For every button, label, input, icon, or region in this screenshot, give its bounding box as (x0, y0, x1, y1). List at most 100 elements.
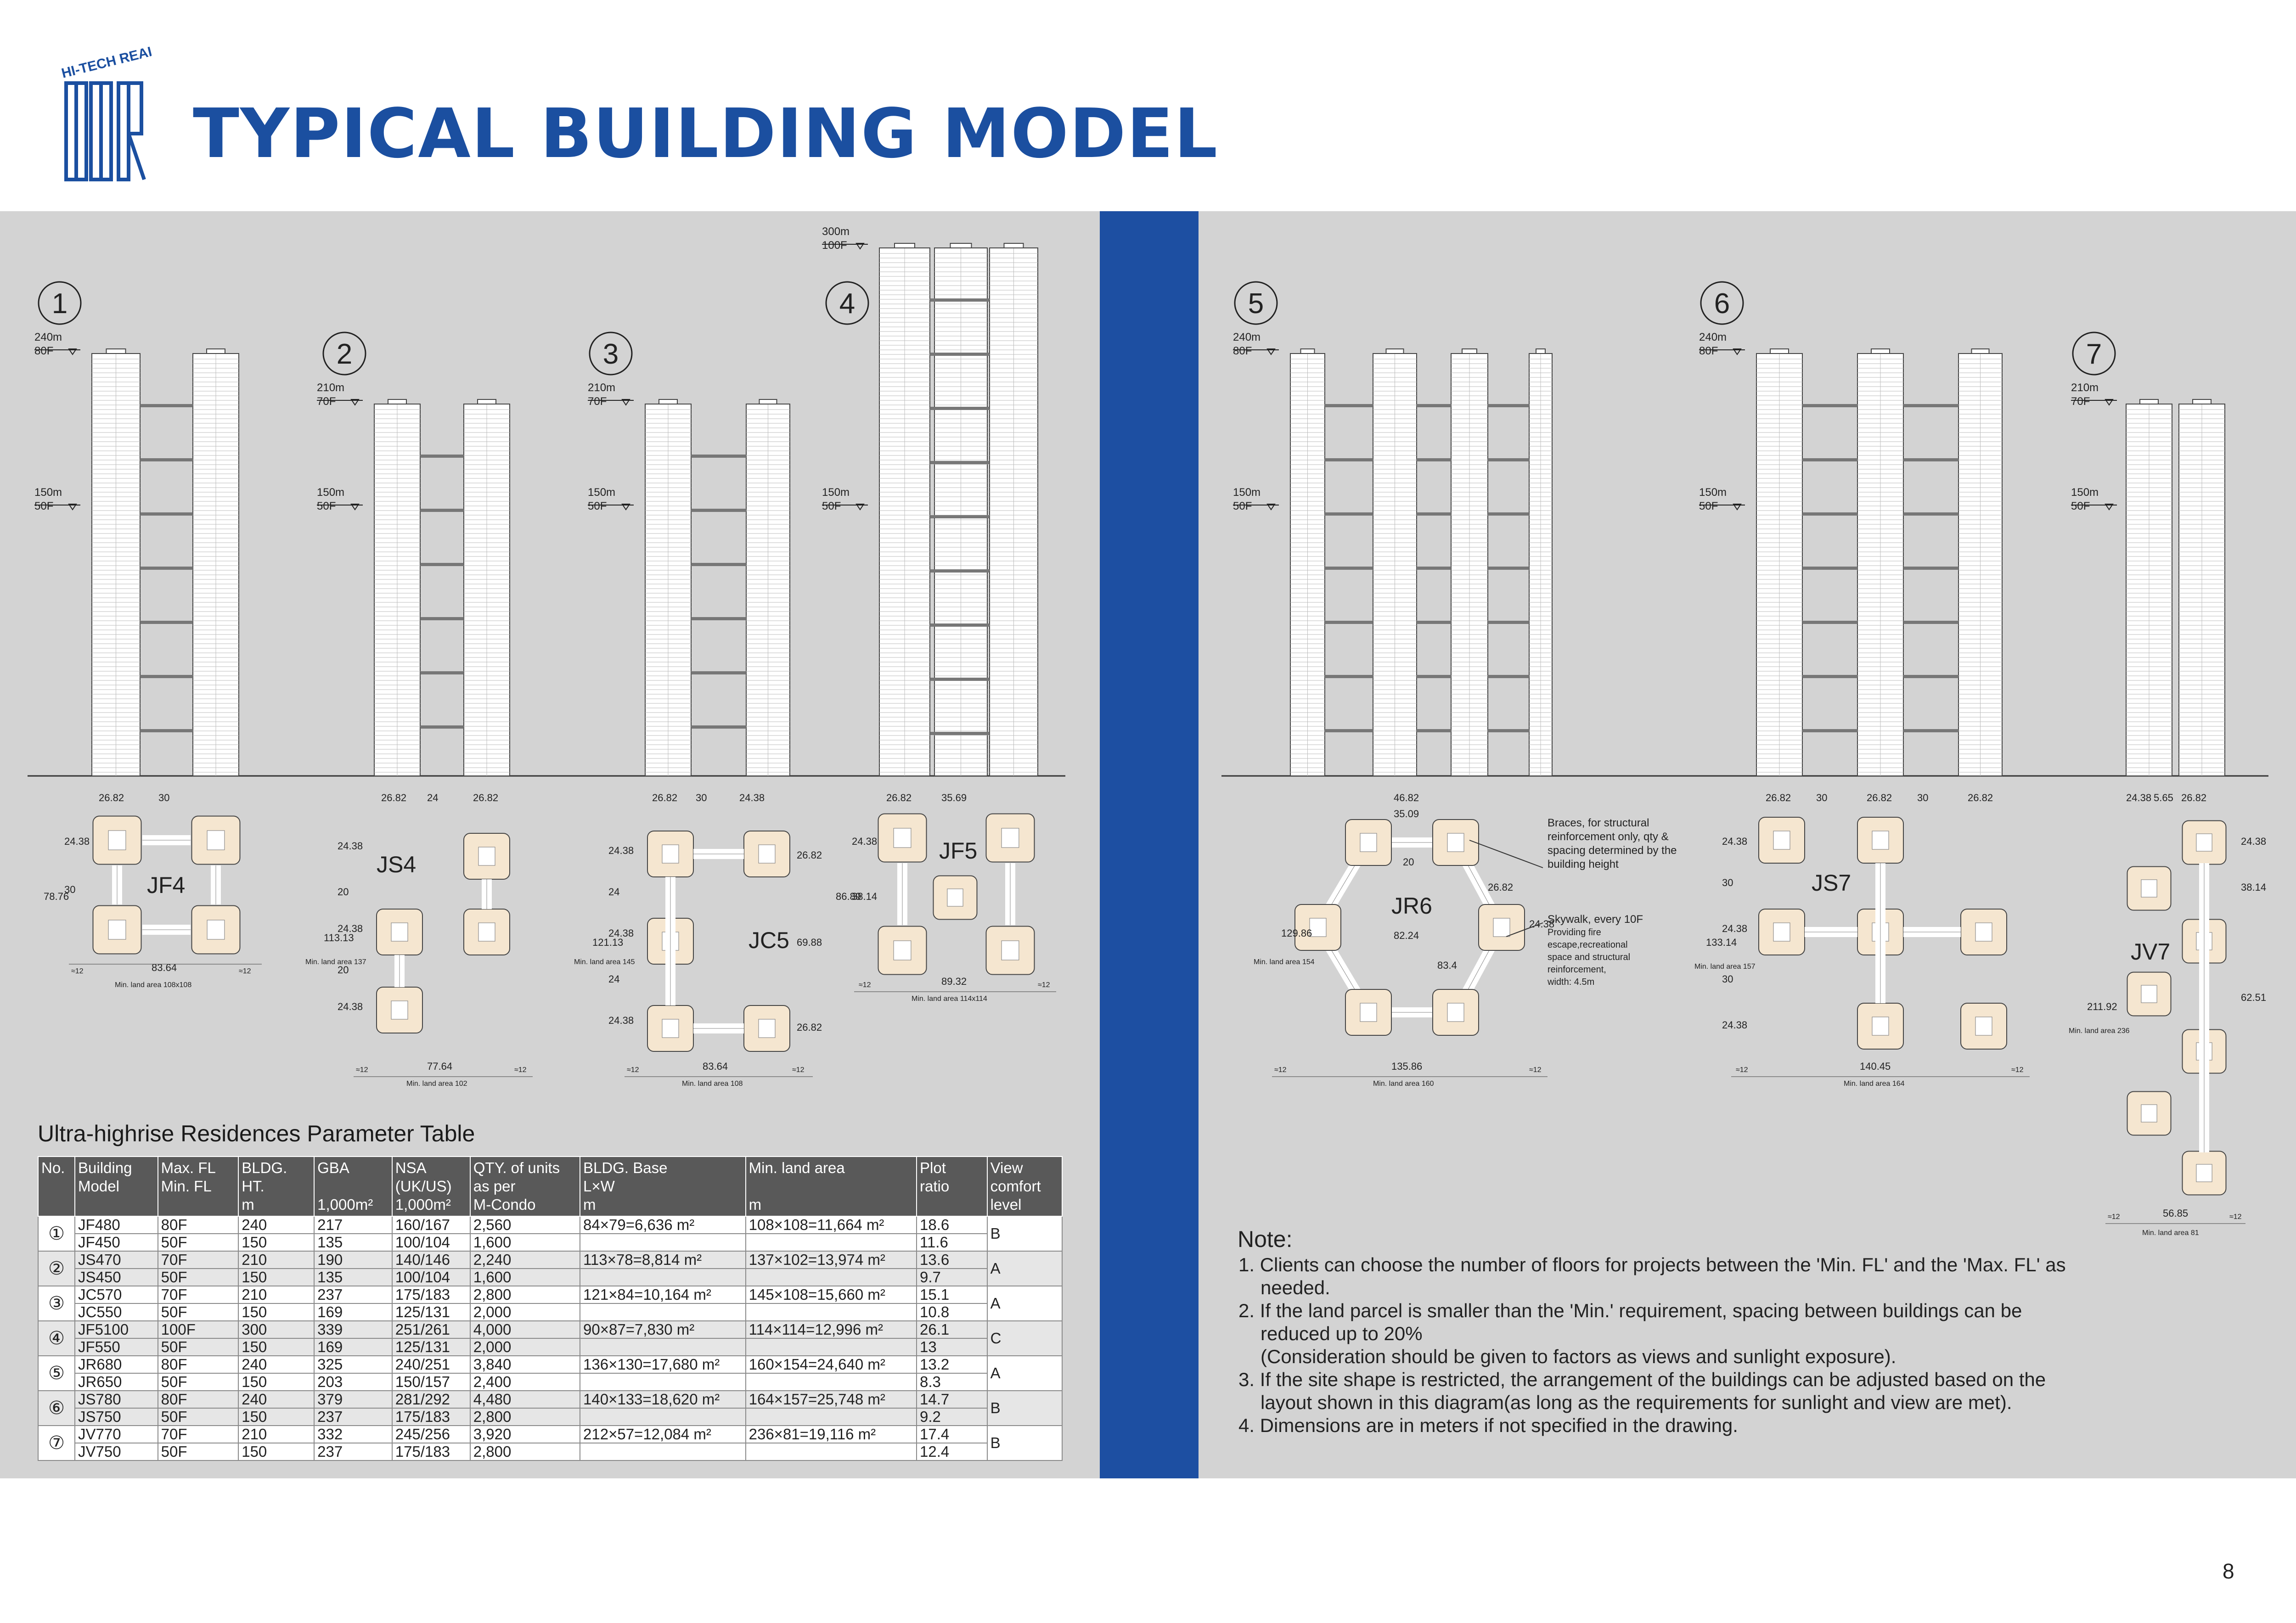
dimension-label: 5 (1248, 288, 1264, 320)
skybridge (1488, 729, 1529, 732)
table-cell: JR650 (74, 1373, 158, 1391)
tower-core (1447, 833, 1464, 852)
tower-core (207, 830, 225, 850)
dimension-label: ≈12 (71, 967, 84, 975)
dimension-label: 83.64 (703, 1061, 728, 1072)
skybridge (1903, 512, 1958, 516)
model-number-circle (825, 281, 869, 325)
skybridge (1903, 567, 1958, 570)
table-view-cell: B (986, 1390, 1063, 1426)
tower-core (1493, 918, 1510, 937)
dimension-label: 210m (2071, 382, 2099, 394)
dimension-label: ≈12 (859, 981, 871, 989)
table-cell: 50F (157, 1443, 239, 1461)
dimension-label: 80F (1699, 345, 1718, 357)
table-cell (745, 1443, 917, 1461)
table-no-cell: ⑦ (37, 1425, 76, 1461)
table-no-cell: ③ (37, 1286, 76, 1321)
skybridge (1417, 512, 1451, 516)
dimension-label: 300m (822, 225, 850, 238)
skybridge (420, 509, 464, 512)
tower-core (391, 922, 408, 942)
table-view-cell: A (986, 1355, 1063, 1391)
dimension-label: 240m (1233, 331, 1261, 343)
header-line: Model (78, 1178, 119, 1195)
tower-core (662, 844, 679, 864)
header-line: 1,000m² (317, 1196, 373, 1213)
table-cell: 50F (157, 1268, 239, 1286)
table-view-cell: B (986, 1216, 1063, 1252)
dimension-label: 50F (2071, 500, 2090, 512)
dimension-label: 2 (337, 338, 352, 370)
dimension-label: Providing fire (1548, 927, 1601, 938)
dimension-label: ≈12 (239, 967, 251, 975)
dimension-label: 46.82 (1394, 792, 1419, 803)
table-cell: 240 (238, 1390, 315, 1409)
dimension-label: 24.38 (1529, 918, 1554, 930)
dimension-label: 240m (34, 331, 62, 343)
dimension-label: 100F (822, 239, 847, 252)
header-line: BLDG. (242, 1159, 287, 1176)
skybridge (691, 563, 746, 566)
dimension-label: Min. land area 108x108 (115, 981, 191, 989)
table-cell: 300 (238, 1320, 315, 1339)
table-cell: 140/146 (391, 1251, 471, 1269)
table-cell: 2,560 (469, 1216, 581, 1234)
header-line: L×W (583, 1178, 615, 1195)
header-line: No. (41, 1159, 65, 1176)
notes-list: 1. Clients can choose the number of floo… (1238, 1253, 2087, 1437)
dimension-label: 50F (1233, 500, 1252, 512)
tower-core (947, 888, 963, 907)
dimension-label: 129.86 (1281, 927, 1312, 939)
table-land-cell: 236×81=19,116 m² (745, 1425, 917, 1443)
table-cell: 210 (238, 1251, 315, 1269)
dimension-label: 210m (317, 382, 344, 394)
table-cell: 150 (238, 1443, 315, 1461)
table-base-cell: 121×84=10,164 m² (580, 1286, 746, 1304)
dimension-label: 24.38 (338, 923, 363, 934)
dimension-label: JC5 (748, 927, 789, 953)
tower-core (1773, 922, 1790, 942)
table-cell: 70F (157, 1251, 239, 1269)
header-line: BLDG. Base (583, 1159, 668, 1176)
dimension-label: 3 (603, 338, 619, 370)
skybridge (140, 729, 193, 732)
table-cell: 240 (238, 1355, 315, 1374)
table-cell: 125/131 (391, 1338, 471, 1356)
table-cell: 50F (157, 1373, 239, 1391)
dimension-label: ≈12 (2229, 1213, 2242, 1221)
rooftop (894, 243, 915, 248)
table-cell: 125/131 (391, 1303, 471, 1321)
table-cell: 1,600 (469, 1268, 581, 1286)
table-cell: 9.7 (916, 1268, 988, 1286)
dimension-label: 24.38 (739, 792, 765, 803)
dimension-label: spacing determined by the (1548, 844, 1677, 857)
dimension-label: building height (1548, 858, 1619, 870)
dimension-label: Min. land area 160 (1373, 1080, 1434, 1088)
tower-core (1001, 828, 1019, 848)
level-marker (621, 504, 630, 511)
level-marker (855, 504, 865, 511)
tower-core (1309, 918, 1327, 937)
dimension-label: 26.82 (1766, 792, 1791, 803)
header-line: GBA (317, 1159, 349, 1176)
dimension-label: ≈12 (356, 1066, 368, 1074)
dimension-label: 69.88 (797, 937, 822, 948)
skybridge (1802, 675, 1857, 678)
rooftop (388, 399, 407, 404)
skybridge (691, 617, 746, 620)
skybridge (1325, 512, 1373, 516)
table-header-cell: BLDG.HT.m (238, 1156, 315, 1217)
dimension-label: 89.32 (941, 976, 967, 987)
table-cell: JF5100 (74, 1320, 158, 1339)
page-number: 8 (2223, 1559, 2234, 1583)
model-number-circle (2072, 331, 2116, 376)
table-cell: 135 (314, 1268, 393, 1286)
dimension-label: 26.82 (1968, 792, 1993, 803)
table-cell: 26.1 (916, 1320, 988, 1339)
dimension-label: 26.82 (797, 1022, 822, 1033)
table-cell: 3,920 (469, 1425, 581, 1443)
dimension-label: 210m (588, 382, 615, 394)
